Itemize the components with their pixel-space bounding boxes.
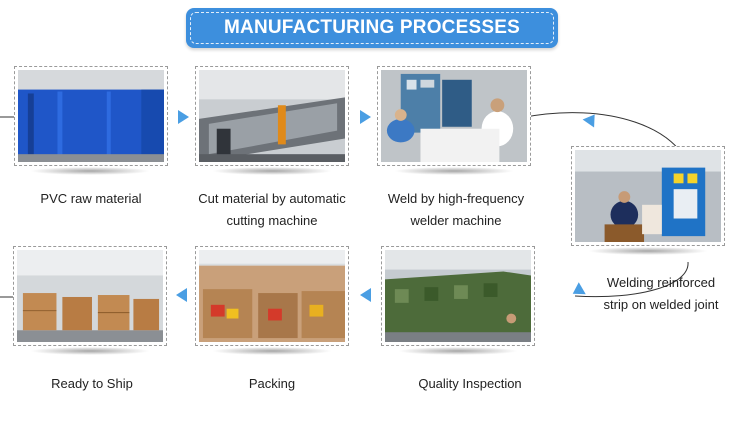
caption-line: welder machine xyxy=(410,213,502,228)
caption-line: strip on welded joint xyxy=(603,297,719,312)
caption-line: PVC raw material xyxy=(40,191,142,206)
arrow-down-left-icon xyxy=(569,282,586,300)
caption-line: Quality Inspection xyxy=(418,376,522,391)
caption-line: Welding reinforced xyxy=(606,275,716,290)
step-caption-reinforcing-strip: Welding reinforced strip on welded joint xyxy=(590,272,732,316)
step-image-cutting-machine xyxy=(195,66,349,166)
step-image-hf-welder xyxy=(377,66,531,166)
step-caption-hf-welder: Weld by high-frequency welder machine xyxy=(370,188,542,232)
step-caption-quality-inspection: Quality Inspection xyxy=(384,373,556,395)
arrow-right-icon xyxy=(360,110,371,124)
arrow-down-right-icon xyxy=(582,110,601,128)
step-caption-ready-to-ship: Ready to Ship xyxy=(6,373,178,395)
step-image-ready-to-ship xyxy=(13,246,167,346)
arrow-left-icon xyxy=(360,288,371,302)
step-image-reinforcing-strip xyxy=(571,146,725,246)
caption-line: Weld by high-frequency xyxy=(387,191,525,206)
section-banner: MANUFACTURING PROCESSES xyxy=(186,8,558,48)
arrow-right-icon xyxy=(178,110,189,124)
banner-title: MANUFACTURING PROCESSES xyxy=(190,12,554,44)
caption-line: Ready to Ship xyxy=(51,376,133,391)
caption-line: cutting machine xyxy=(226,213,318,228)
arrow-left-icon xyxy=(176,288,187,302)
step-image-pvc-raw-material xyxy=(14,66,168,166)
caption-line: Cut material by automatic xyxy=(198,191,346,206)
step-image-quality-inspection xyxy=(381,246,535,346)
caption-line: Packing xyxy=(248,376,296,391)
step-image-packing xyxy=(195,246,349,346)
step-caption-pvc-raw-material: PVC raw material xyxy=(10,188,172,210)
step-caption-packing: Packing xyxy=(186,373,358,395)
step-caption-cutting-machine: Cut material by automatic cutting machin… xyxy=(186,188,358,232)
